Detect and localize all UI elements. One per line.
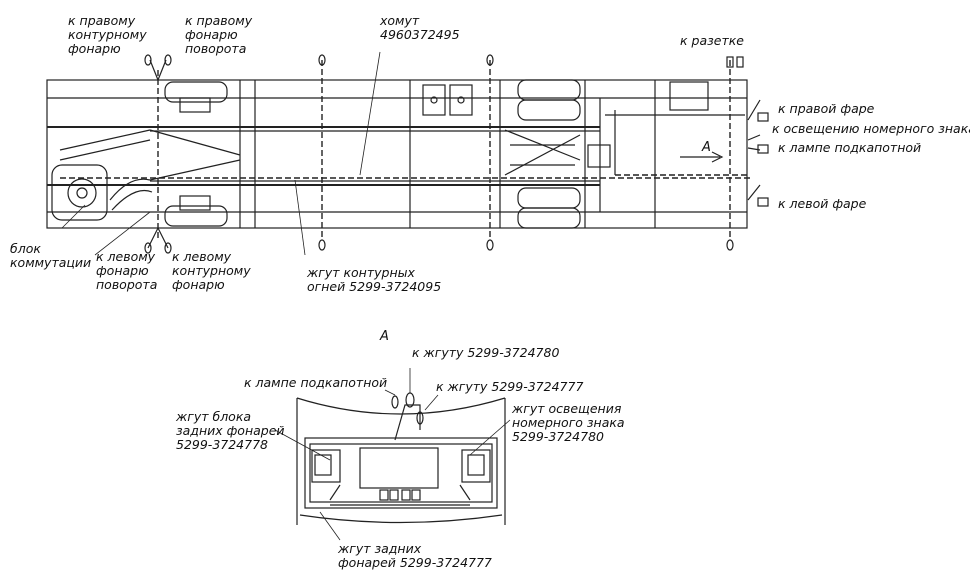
detail-harness-777-label: к жгуту 5299-3724777 [436, 379, 584, 394]
detail-a-title: А [380, 329, 389, 344]
front-wheels [164, 81, 228, 227]
detail-a-view [296, 392, 506, 525]
rear-wheels [504, 79, 581, 229]
detail-hood-lamp-label: к лампе подкапотной [244, 375, 388, 390]
right-turn-lamp-label: к правому фонарю поворота [185, 13, 253, 56]
clamp-label: хомут 4960372495 [380, 13, 460, 42]
view-a-arrow-label: А [702, 140, 711, 155]
right-headlamp-label: к правой фаре [778, 101, 875, 116]
left-turn-lamp-label: к левому фонарю поворота [96, 249, 158, 292]
lamp-connectors [144, 54, 769, 254]
detail-leaders [274, 368, 511, 541]
socket-label: к разетке [680, 33, 744, 48]
harness-lines [60, 60, 750, 240]
rear-cross-member [587, 81, 745, 175]
plate-light-harness-label: жгут освещения номерного знака 5299-3724… [512, 401, 625, 444]
chassis-frame [46, 79, 748, 229]
plate-light-label: к освещению номерного знака [772, 121, 970, 136]
cab-area [51, 129, 241, 221]
view-arrow [680, 151, 724, 163]
rear-lamps-block-label: жгут блока задних фонарей 5299-3724778 [176, 409, 285, 452]
rear-lamps-harness-label: жгут задних фонарей 5299-3724777 [338, 541, 492, 570]
right-contour-lamp-label: к правому контурному фонарю [68, 13, 147, 56]
left-headlamp-label: к левой фаре [778, 196, 867, 211]
switch-block-label: блок коммутации [10, 241, 92, 270]
contour-harness-label: жгут контурных огней 5299-3724095 [307, 265, 442, 294]
leader-lines [61, 51, 381, 256]
battery-boxes [422, 84, 473, 116]
detail-harness-780-label: к жгуту 5299-3724780 [412, 345, 560, 360]
hood-lamp-label: к лампе подкапотной [778, 140, 922, 155]
left-contour-lamp-label: к левому контурному фонарю [172, 249, 251, 292]
